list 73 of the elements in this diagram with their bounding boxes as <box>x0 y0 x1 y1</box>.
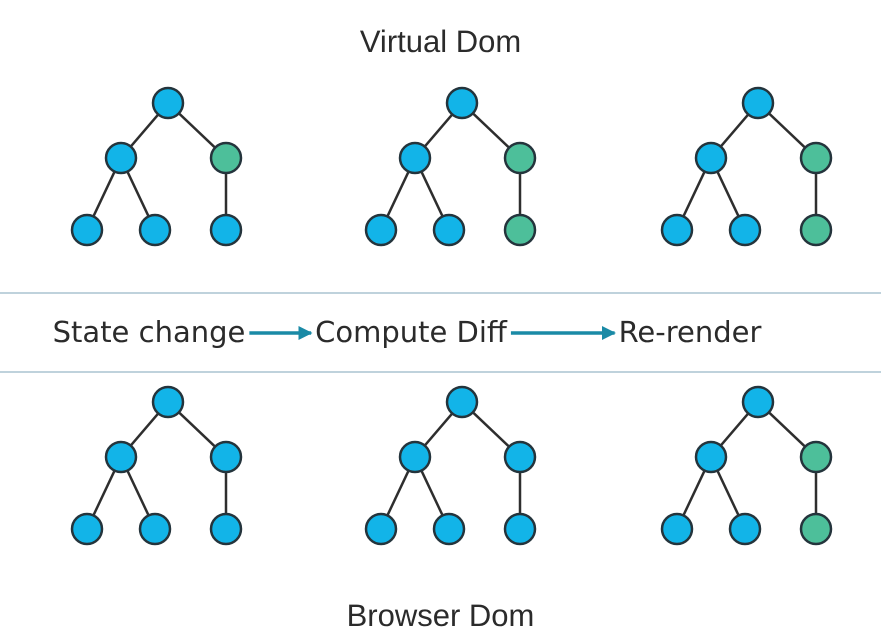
tree-node-circle <box>800 440 832 474</box>
tree-link-line <box>716 171 740 217</box>
tree-node-circle <box>742 86 774 120</box>
tree-link-line <box>92 470 116 516</box>
tree-link-line <box>130 412 160 446</box>
tree-node-circle <box>446 386 478 418</box>
heading: Browser Dom <box>346 597 534 635</box>
tree-node-circle <box>138 512 172 546</box>
tree-node-circle <box>138 214 172 246</box>
tree-node-circle <box>364 512 398 546</box>
tree-node-circle <box>504 440 536 474</box>
arrow <box>249 326 312 340</box>
tree-node-circle <box>364 214 398 246</box>
tree-link-line <box>814 472 818 514</box>
tree-node-circle <box>728 512 762 546</box>
tree-node-circle <box>660 214 694 246</box>
tree-link-line <box>420 470 444 516</box>
arrow <box>510 326 616 340</box>
tree-node-circle <box>800 512 832 546</box>
tree-node-circle <box>210 214 242 246</box>
tree-node-circle <box>398 440 432 474</box>
tree-node-circle <box>152 386 184 418</box>
tree-link-line <box>386 171 410 217</box>
tree-link-line <box>224 472 228 514</box>
tree-node-circle <box>504 512 536 546</box>
tree-node-circle <box>210 440 242 474</box>
step-label: Compute Diff <box>315 314 507 350</box>
tree-link-line <box>92 171 116 217</box>
tree-link-line <box>420 171 444 217</box>
tree-link-line <box>682 470 706 516</box>
tree-link-line <box>518 173 522 215</box>
tree-link-line <box>720 412 750 446</box>
tree-link-line <box>386 470 410 516</box>
tree-link-line <box>472 112 510 149</box>
tree-node-circle <box>694 142 728 174</box>
tree-node-circle <box>728 214 762 246</box>
tree-node-circle <box>800 142 832 174</box>
tree-node-circle <box>800 214 832 246</box>
tree-node-circle <box>504 142 536 174</box>
tree-node-circle <box>660 512 694 546</box>
tree-link-line <box>178 411 216 448</box>
tree-link-line <box>126 470 150 516</box>
tree-node-circle <box>70 512 104 546</box>
tree-node-circle <box>694 440 728 474</box>
tree-link-line <box>424 114 454 148</box>
tree-link-line <box>126 171 150 217</box>
tree-node-circle <box>742 386 774 418</box>
tree-link-line <box>424 412 454 446</box>
step-label: State change <box>52 314 246 350</box>
tree-node-circle <box>398 142 432 174</box>
tree-link-line <box>178 112 216 149</box>
tree-node-circle <box>152 86 184 120</box>
tree-node-circle <box>446 86 478 120</box>
tree-node-circle <box>432 214 466 246</box>
tree-link-line <box>768 112 806 149</box>
tree-link-line <box>716 470 740 516</box>
tree-node-circle <box>210 512 242 546</box>
step-label: Re-render <box>618 314 762 350</box>
tree-node-circle <box>504 214 536 246</box>
tree-link-line <box>472 411 510 448</box>
tree-node-circle <box>104 440 138 474</box>
tree-node-circle <box>104 142 138 174</box>
tree-link-line <box>682 171 706 217</box>
tree-node-circle <box>432 512 466 546</box>
tree-link-line <box>224 173 228 215</box>
tree-link-line <box>720 114 750 148</box>
tree-link-line <box>518 472 522 514</box>
heading: Virtual Dom <box>360 23 522 61</box>
tree-node-circle <box>70 214 104 246</box>
tree-link-line <box>130 114 160 148</box>
tree-link-line <box>768 411 806 448</box>
tree-node-circle <box>210 142 242 174</box>
tree-link-line <box>814 173 818 215</box>
